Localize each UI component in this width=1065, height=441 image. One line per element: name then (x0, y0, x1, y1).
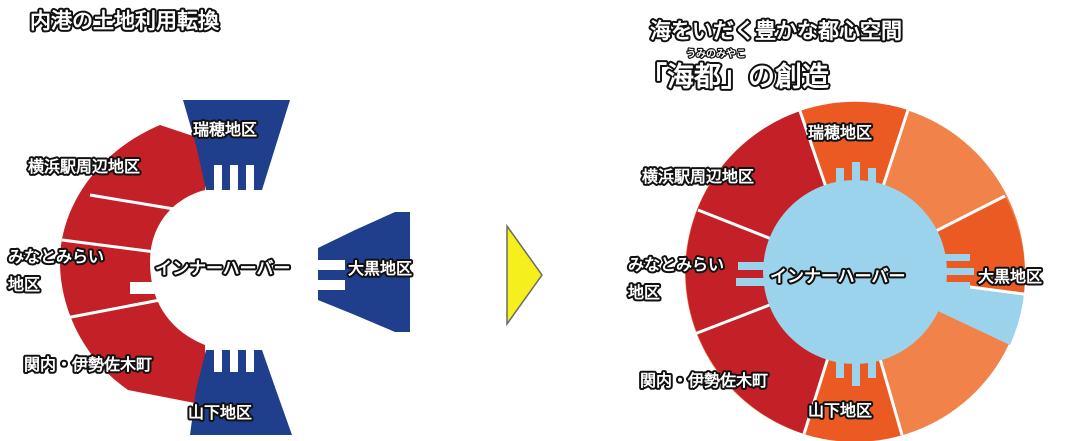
left-canal-notch (130, 282, 160, 294)
left-title: 内港の土地利用転換 (30, 9, 220, 33)
right-label-yokohama-station: 横浜駅周辺地区 (642, 167, 754, 186)
right-water-center (763, 180, 947, 364)
left-label-zuiho: 瑞穂地区 (193, 120, 257, 139)
right-label-kannai: 関内・伊勢佐木町 (640, 371, 768, 390)
right-title: 「海都」の創造 (640, 61, 829, 93)
left-label-kannai: 関内・伊勢佐木町 (24, 355, 152, 374)
left-label-yokohama-station: 横浜駅周辺地区 (28, 157, 140, 176)
right-piers-right (944, 254, 974, 289)
right-label-minatomirai-1: みなとみらい (628, 255, 724, 274)
right-label-daikoku: 大黒地区 (978, 267, 1042, 286)
right-ruby: うみのみやこ (686, 48, 746, 60)
left-daikoku-block (318, 212, 410, 332)
right-label-minatomirai-2: 地区 (628, 283, 660, 302)
left-zuiho-block (183, 100, 290, 190)
left-label-minatomirai-1: みなとみらい (8, 247, 104, 266)
right-diagram: 海をいだく豊かな都心空間 うみのみやこ 「海都」の創造 瑞穂地区 横浜駅周辺地区… (626, 17, 1044, 441)
left-dividers (61, 193, 181, 320)
right-subtitle: 海をいだく豊かな都心空間 (650, 19, 902, 43)
left-label-yamashita: 山下地区 (188, 403, 252, 422)
right-piers-left (736, 262, 768, 286)
right-label-yamashita: 山下地区 (808, 401, 872, 420)
left-label-inner-harbor: インナーハーバー (155, 259, 291, 279)
right-label-zuiho: 瑞穂地区 (808, 123, 872, 142)
left-label-daikoku: 大黒地区 (348, 259, 412, 278)
left-label-minatomirai-2: 地区 (8, 275, 40, 294)
transition-arrow (506, 223, 543, 327)
right-label-inner-harbor: インナーハーバー (770, 267, 906, 287)
left-diagram: 内港の土地利用転換 瑞穂地区 横浜駅周辺地区 みなとみらい 地区 関内・伊勢佐木… (6, 7, 414, 435)
right-piers-top (836, 162, 876, 192)
left-yamashita-block (190, 350, 292, 435)
right-piers-bottom (836, 352, 876, 386)
